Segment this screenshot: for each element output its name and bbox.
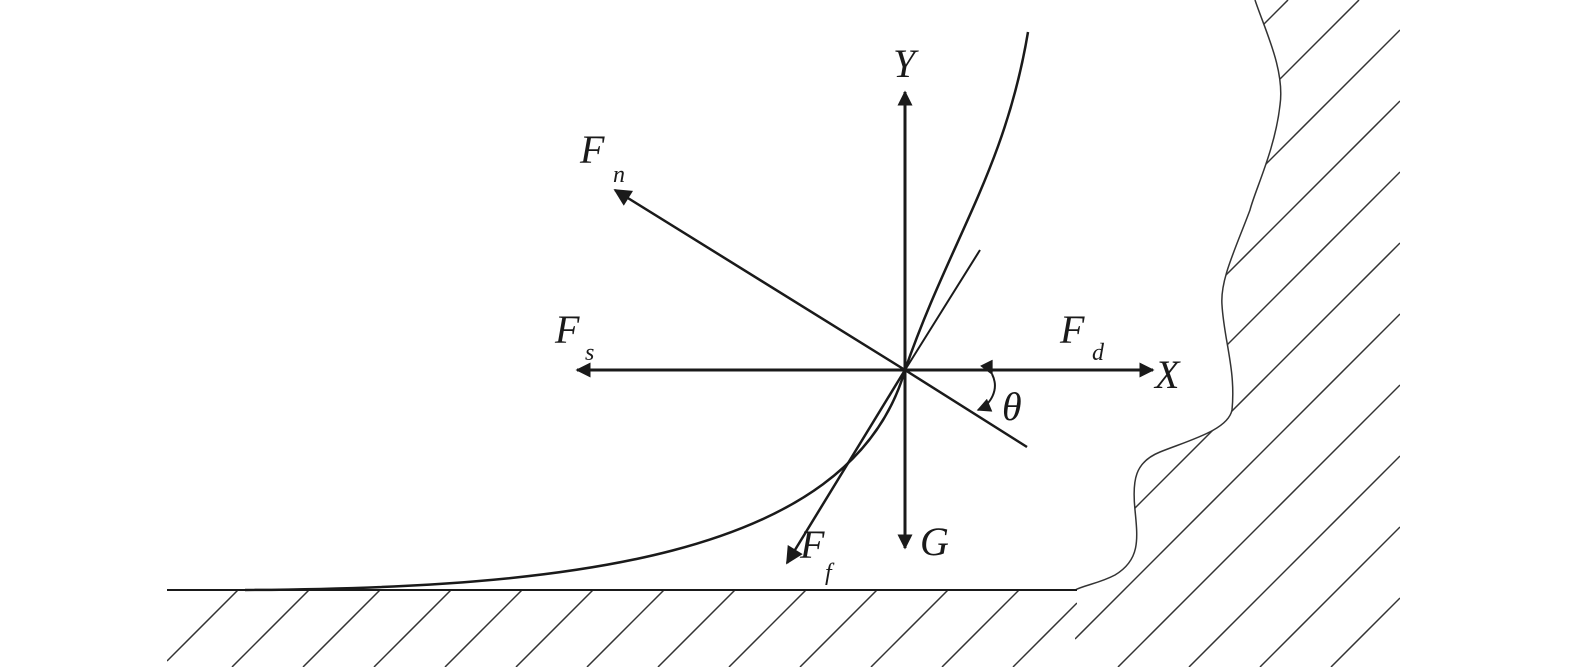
hatch-line: [1259, 526, 1400, 667]
hatch-line: [302, 590, 381, 667]
hatch-line: [1188, 455, 1400, 667]
hatch-line: [373, 590, 452, 667]
hatch-line: [1075, 171, 1400, 498]
hatch-line: [657, 590, 736, 667]
hatch-line: [1075, 242, 1400, 569]
ff-arrow: [785, 369, 907, 565]
hatch-line: [1075, 0, 1218, 143]
x-axis-label: X: [1153, 352, 1181, 397]
ff-subscript: f: [825, 560, 835, 586]
hatch-line: [1075, 100, 1400, 427]
fn-label: F: [579, 127, 605, 172]
tangent-line: [904, 249, 981, 371]
wall-boundary: [1074, 0, 1282, 591]
theta-arc: [976, 359, 996, 412]
fs-subscript: s: [585, 340, 594, 366]
object-curve: [244, 31, 1030, 592]
hatch-line: [586, 590, 665, 667]
fd-label: F: [1059, 307, 1085, 352]
y-axis-label: Y: [893, 41, 919, 86]
fn-arrow: [613, 188, 906, 372]
wall-hatching: [1075, 0, 1400, 667]
hatch-line: [941, 590, 1020, 667]
hatch-line: [1075, 29, 1400, 356]
ff-label: F: [799, 522, 825, 567]
hatch-line: [444, 590, 523, 667]
hatch-line: [728, 590, 807, 667]
hatch-line: [1075, 0, 1289, 214]
hatch-line: [1012, 602, 1077, 667]
hatch-line: [1330, 597, 1400, 667]
hatch-line: [1075, 0, 1147, 72]
theta-label: θ: [1002, 384, 1022, 429]
hatch-line: [231, 590, 310, 667]
hatch-line: [1075, 313, 1400, 640]
hatch-line: [515, 590, 594, 667]
fs-label: F: [554, 307, 580, 352]
g-label: G: [920, 519, 949, 564]
ground-hatching: [167, 590, 1077, 667]
hatch-line: [1075, 0, 1360, 285]
fn-subscript: n: [613, 162, 625, 188]
normal-line: [904, 368, 1028, 449]
hatch-line: [1117, 384, 1400, 667]
hatch-line: [799, 590, 878, 667]
hatch-line: [870, 590, 949, 667]
hatch-line: [167, 590, 239, 662]
fd-subscript: d: [1092, 340, 1105, 366]
